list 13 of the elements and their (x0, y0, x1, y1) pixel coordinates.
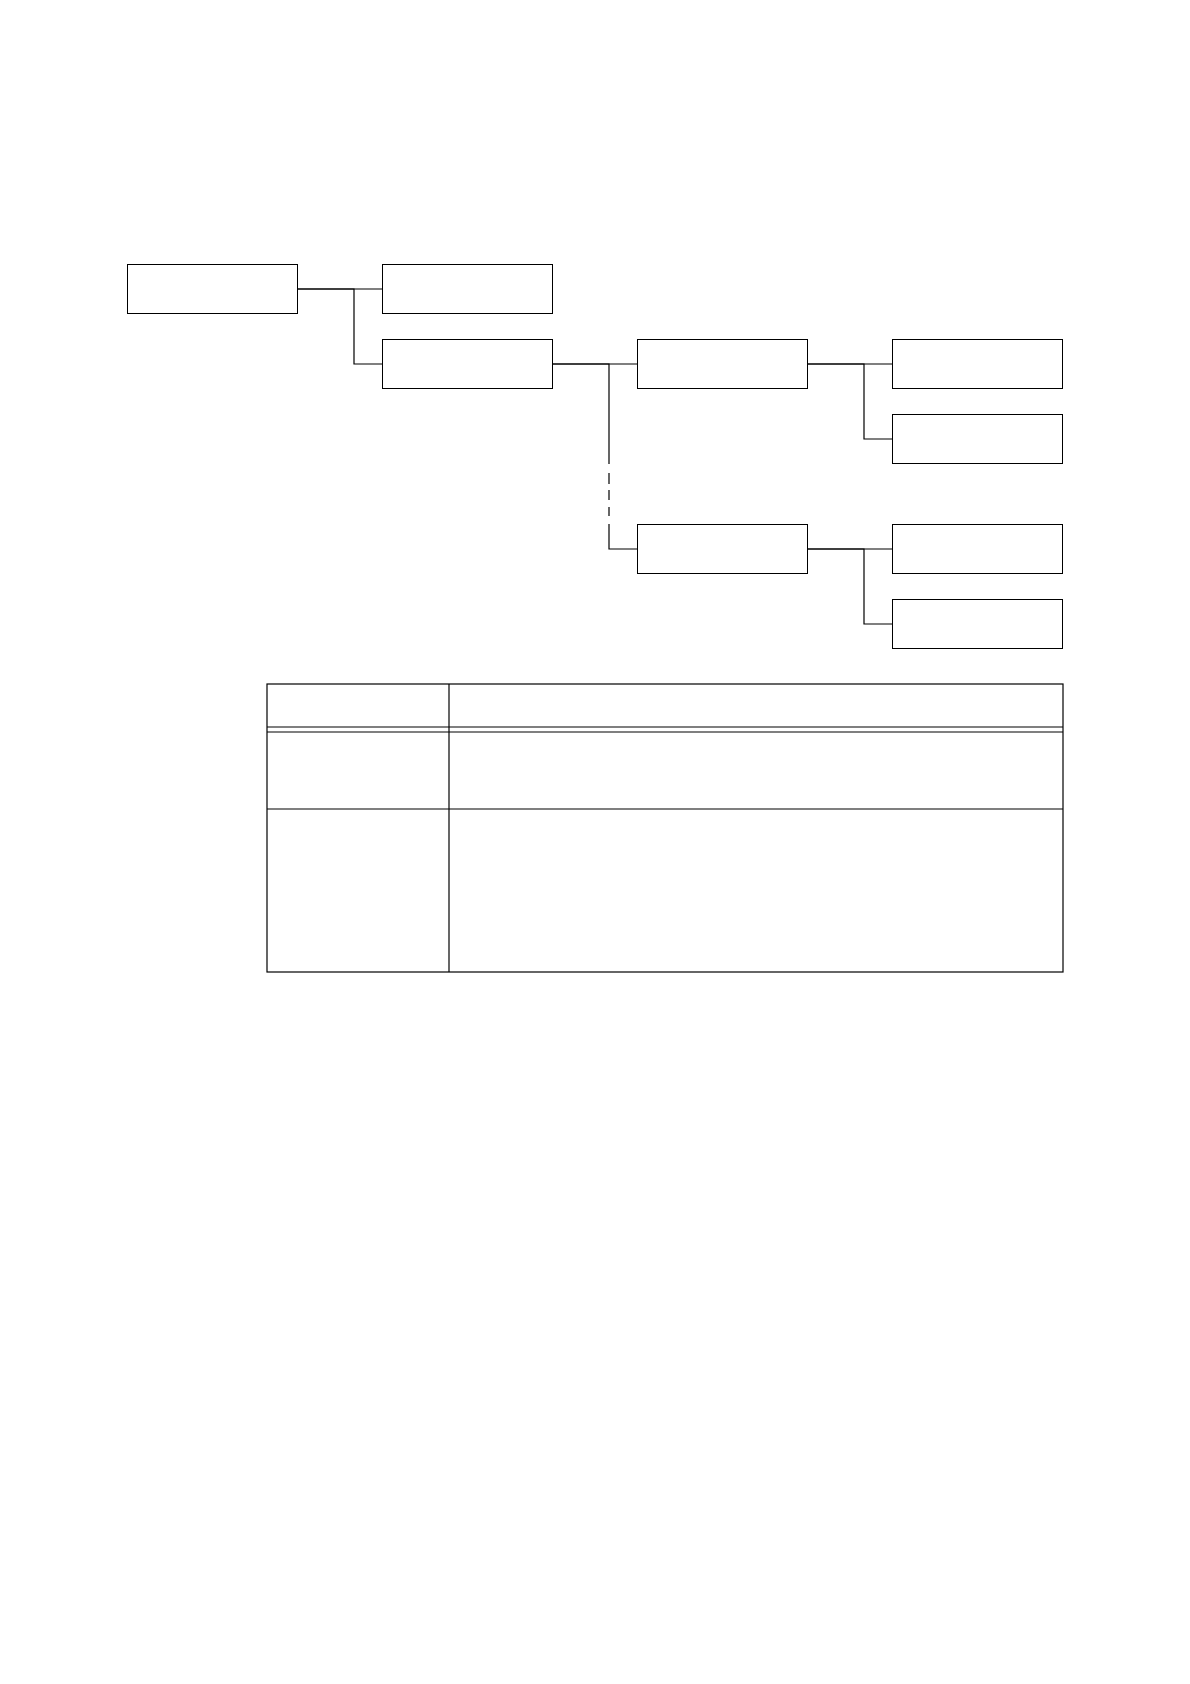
empty-box (892, 339, 1063, 389)
empty-box (892, 414, 1063, 464)
connector-line (297, 288, 383, 365)
empty-box (637, 524, 808, 574)
empty-box (127, 264, 298, 314)
connector-line (552, 363, 638, 550)
empty-box (637, 339, 808, 389)
empty-box (382, 264, 553, 314)
empty-box (382, 339, 553, 389)
empty-box (892, 599, 1063, 649)
connector-line (807, 548, 893, 625)
empty-box (892, 524, 1063, 574)
connector-line (807, 363, 893, 440)
